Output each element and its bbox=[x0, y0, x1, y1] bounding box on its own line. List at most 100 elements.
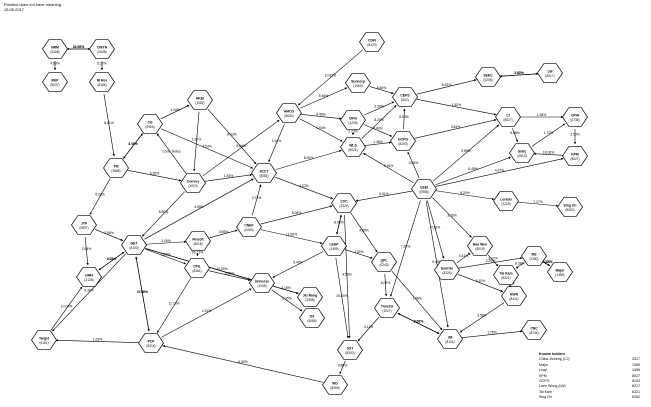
company-node-cifg: CIFG(1226) bbox=[340, 110, 366, 130]
ownership-edge bbox=[268, 123, 285, 163]
ownership-edge bbox=[156, 133, 187, 174]
ownership-edge bbox=[335, 257, 350, 339]
company-name: Jiu Rong bbox=[303, 294, 318, 298]
edge-percentage-label: 8.51% bbox=[104, 121, 114, 125]
company-code: (6108) bbox=[50, 50, 59, 54]
edge-percentage-label: 6.45% bbox=[468, 167, 478, 171]
company-nodes: NRM(6108)CWYH(0648)RKP(8037)IR Res(8186)… bbox=[31, 32, 588, 395]
edge-percentage-label: 4.58% bbox=[514, 71, 524, 75]
company-name: KWN bbox=[510, 293, 519, 297]
company-code: (1225) bbox=[501, 202, 510, 206]
company-name: QPL bbox=[381, 259, 388, 263]
company-name: CG bbox=[147, 121, 152, 125]
company-hexagon bbox=[493, 265, 519, 285]
company-code: (1150) bbox=[530, 257, 539, 261]
ownership-edge bbox=[515, 262, 525, 269]
company-code: (8269) bbox=[330, 386, 339, 390]
company-name: MS bbox=[531, 253, 537, 257]
company-hexagon bbox=[31, 330, 57, 350]
company-node-suncorp: Suncorp(1063) bbox=[345, 73, 371, 93]
edge-percentage-label: 2.73% bbox=[348, 130, 358, 134]
edge-percentage-label: 8.09% bbox=[304, 156, 314, 160]
edge-percentage-label: 9.85% bbox=[461, 149, 471, 153]
ownership-edge bbox=[300, 114, 342, 120]
ownership-edge bbox=[89, 178, 111, 215]
edge-percentage-label: 3.26% bbox=[447, 214, 457, 218]
edge-percentage-label: 10.82% bbox=[325, 74, 337, 78]
ownership-edge bbox=[458, 274, 504, 292]
edge-percentage-label: 8.68% bbox=[414, 320, 424, 324]
edge-percentage-label: 1.07% bbox=[192, 138, 202, 142]
company-node-leap: LEAP(1499) bbox=[321, 236, 347, 256]
company-name: PCF bbox=[148, 340, 155, 344]
ownership-edge bbox=[456, 252, 471, 264]
edge-percentage-label: 9.39% bbox=[225, 272, 235, 276]
company-code: (2138) bbox=[84, 278, 93, 282]
company-code: (8037) bbox=[50, 83, 59, 87]
ownership-edge bbox=[533, 152, 564, 156]
ownership-edge bbox=[145, 240, 187, 245]
edge-percentage-label: 1.94% bbox=[272, 139, 282, 143]
company-hexagon bbox=[371, 252, 397, 272]
company-hexagon bbox=[340, 110, 366, 130]
company-hexagon bbox=[467, 236, 493, 256]
edge-percentage-label: 3.64% bbox=[451, 125, 461, 129]
edge-percentage-label: 6.09% bbox=[381, 281, 391, 285]
company-code: (3886) bbox=[111, 169, 120, 173]
company-node-dx: DX(8086) bbox=[299, 308, 325, 328]
legend-holder-code: 8352 bbox=[632, 395, 640, 400]
company-hexagon bbox=[321, 236, 347, 256]
ownership-edge bbox=[275, 176, 333, 200]
company-node-jiurong: Jiu Rong(2358) bbox=[297, 287, 323, 307]
company-node-wls: WLS(8021) bbox=[340, 137, 366, 157]
company-hexagon bbox=[392, 87, 418, 107]
company-node-cg: CG(0904) bbox=[137, 114, 163, 134]
edge-percentage-label: 0.65% bbox=[409, 161, 419, 165]
company-node-jm: JM(8101) bbox=[437, 329, 463, 349]
company-node-seec: SEEC(0205) bbox=[475, 67, 501, 87]
legend-holder-name: Major bbox=[539, 362, 548, 367]
edge-percentage-label: 1.76% bbox=[487, 331, 497, 335]
edge-percentage-label: 4.24% bbox=[107, 257, 117, 261]
ownership-edge bbox=[432, 124, 500, 182]
company-node-cnc: CNC(8745) bbox=[521, 320, 547, 340]
company-code: (8630) bbox=[284, 114, 293, 118]
edge-percentage-label: 2.73% bbox=[252, 196, 262, 200]
company-code: (1082) bbox=[195, 101, 204, 105]
company-node-kpm: KPM(8027) bbox=[562, 146, 588, 166]
company-node-hkei: HKEI(1082) bbox=[187, 90, 213, 110]
ownership-edge bbox=[487, 254, 499, 267]
company-node-rkp: RKP(8037) bbox=[42, 72, 68, 92]
company-name: KPM bbox=[571, 153, 579, 157]
company-hexagon bbox=[434, 260, 460, 280]
ownership-edge bbox=[391, 270, 443, 331]
company-hexagon bbox=[42, 39, 68, 59]
edge-percentage-label: 4.41% bbox=[128, 142, 138, 146]
company-node-tm: TM(3886) bbox=[103, 158, 129, 178]
company-hexagon bbox=[137, 114, 163, 134]
ownership-edge bbox=[55, 339, 140, 343]
company-code: (1046) bbox=[257, 284, 266, 288]
company-hexagon bbox=[547, 262, 573, 282]
edge-percentage-label: 4.28% bbox=[431, 226, 441, 230]
edge-percentage-label: 8.03% bbox=[227, 133, 237, 137]
edge-percentage-label: 4.65% bbox=[194, 205, 204, 209]
company-name: Sunrise bbox=[441, 267, 454, 271]
ownership-edge bbox=[363, 124, 393, 137]
ownership-edge bbox=[260, 229, 323, 245]
company-code: (0080) bbox=[244, 228, 253, 232]
company-code: (0897) bbox=[79, 226, 88, 230]
company-code: (8120) bbox=[367, 43, 376, 47]
ownership-edge bbox=[544, 262, 550, 266]
company-code: (8101) bbox=[445, 340, 454, 344]
company-code: (1226) bbox=[348, 121, 357, 125]
edge-percentage-label: 4.03% bbox=[299, 184, 309, 188]
edge-percentage-labels: 11.86%36.96%4.89%5.17%8.51%10.82%4.41%1.… bbox=[50, 45, 580, 368]
diagram-header: Position does not have meaning 15.05.201… bbox=[4, 2, 61, 12]
legend-holder-code: 1389 bbox=[632, 362, 640, 367]
company-hexagon bbox=[521, 246, 547, 266]
company-name: CEEI bbox=[420, 186, 428, 190]
